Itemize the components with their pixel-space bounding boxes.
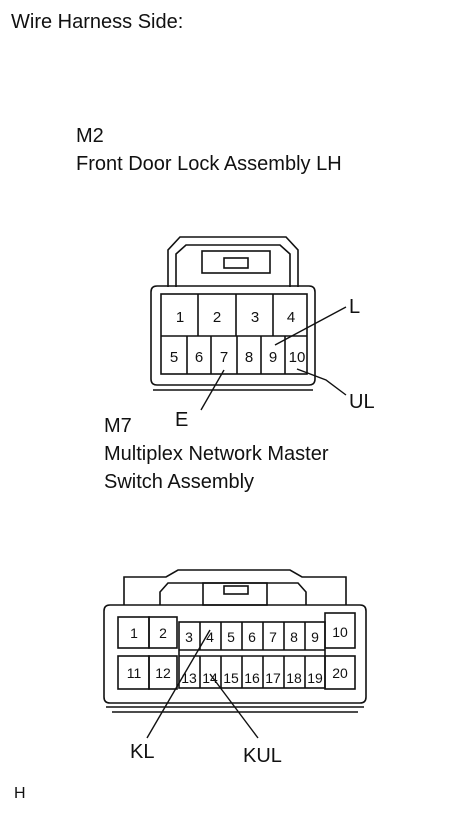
m7-pin-label: 1 <box>130 625 138 641</box>
m2-pin-label: 7 <box>220 349 228 366</box>
m7-pin-label: 18 <box>286 670 302 686</box>
m2-connector-drawing <box>150 236 316 391</box>
m7-callout-kl: KL <box>130 741 154 763</box>
m7-callout-kul: KUL <box>243 745 282 767</box>
m2-callout-ul-line <box>296 368 347 396</box>
m7-connector-drawing <box>103 569 367 713</box>
m2-pin-label: 2 <box>213 309 221 326</box>
m2-connector-name: Front Door Lock Assembly LH <box>76 153 342 175</box>
m2-latch-key <box>223 257 249 269</box>
m2-pin-label: 5 <box>170 349 178 366</box>
m2-callout-l-line <box>274 306 347 346</box>
m7-pin-label: 20 <box>332 665 348 681</box>
m2-latch-inner <box>175 244 291 287</box>
m7-pin-label: 9 <box>311 629 319 645</box>
m2-pin-label: 6 <box>195 349 203 366</box>
m2-latch-slot <box>201 250 271 274</box>
m7-pin-label: 12 <box>155 665 171 681</box>
m7-pin-12-cavity <box>148 655 178 690</box>
m7-pin-label: 10 <box>332 624 348 640</box>
m7-pin-label: 6 <box>248 629 256 645</box>
m7-latch-key <box>223 585 249 595</box>
m7-pin-label: 17 <box>265 670 281 686</box>
m2-callout-ul: UL <box>349 391 375 413</box>
m7-connector-name-line2: Switch Assembly <box>104 471 255 493</box>
footer-mark: H <box>14 785 26 802</box>
m7-pin-label: 3 <box>185 629 193 645</box>
m2-latch-outline <box>167 236 299 287</box>
m2-pin-label: 3 <box>251 309 259 326</box>
m7-pin-label: 7 <box>269 629 277 645</box>
m7-pin-label: 5 <box>227 629 235 645</box>
m7-pin-label: 14 <box>202 670 218 686</box>
m7-pin-2-cavity <box>148 616 178 649</box>
m2-body <box>150 285 316 386</box>
m7-pin-label: 13 <box>181 670 197 686</box>
m7-pin-label: 8 <box>290 629 298 645</box>
m7-callout-kul-line <box>209 673 259 739</box>
m7-pin-label: 15 <box>223 670 239 686</box>
m7-pin-label: 16 <box>244 670 260 686</box>
m7-callout-kl-line <box>146 629 211 739</box>
m7-top-profile <box>123 569 347 605</box>
m2-callout-e-line <box>200 369 225 411</box>
m7-connector-code: M7 <box>104 415 132 437</box>
m2-pin-label: 9 <box>269 349 277 366</box>
m2-connector-code: M2 <box>76 125 104 147</box>
m2-pin-label: 4 <box>287 309 295 326</box>
m2-pin-label: 1 <box>176 309 184 326</box>
m7-pin-label: 19 <box>307 670 323 686</box>
page-title: Wire Harness Side: <box>11 11 184 33</box>
m7-small-pin-field <box>178 621 326 689</box>
m7-pin-label: 2 <box>159 625 167 641</box>
m2-pin-field <box>160 293 308 375</box>
m7-connector-name-line1: Multiplex Network Master <box>104 443 329 465</box>
m2-pin-label: 10 <box>289 349 306 366</box>
m7-pin-label: 11 <box>127 665 142 681</box>
m2-callout-l: L <box>349 296 360 318</box>
m7-pin-label: 4 <box>206 629 214 645</box>
m2-callout-e: E <box>175 409 188 431</box>
m2-pin-label: 8 <box>245 349 253 366</box>
m7-body <box>103 604 367 704</box>
